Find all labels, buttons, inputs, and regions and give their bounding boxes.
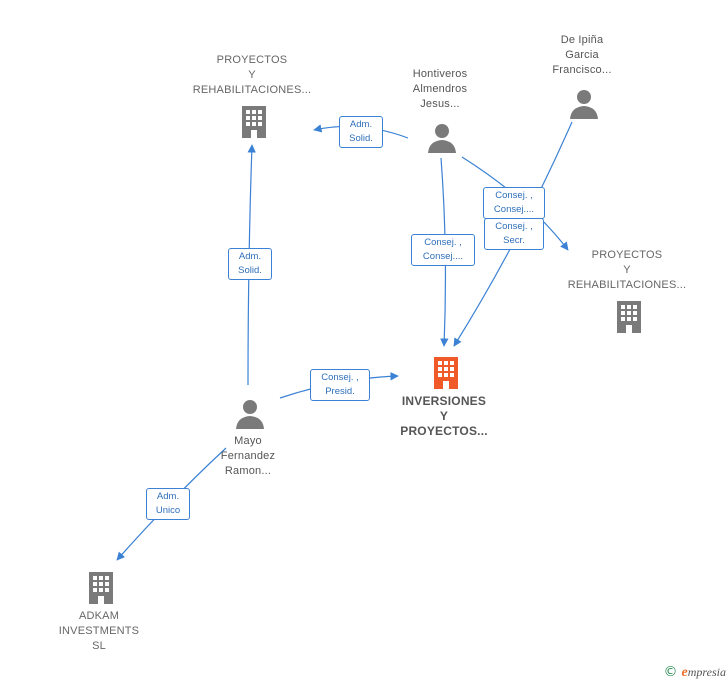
edge-label-mayo-adkam: Adm. Unico <box>146 488 190 520</box>
building-icon <box>617 301 641 333</box>
brand-initial: e <box>681 665 688 680</box>
edge-label-mayo-inversiones: Consej. , Presid. <box>310 369 370 401</box>
copyright-icon: © <box>663 664 678 680</box>
node-label-mayo[interactable]: Mayo Fernandez Ramon... <box>220 435 276 477</box>
node-label-proyectos-right[interactable]: PROYECTOS Y REHABILITACIONES... <box>567 249 687 291</box>
node-label-proyectos-top[interactable]: PROYECTOS Y REHABILITACIONES... <box>192 54 312 96</box>
node-label-adkam[interactable]: ADKAM INVESTMENTS SL <box>58 610 140 652</box>
person-icon <box>236 400 264 429</box>
node-label-de-ipina[interactable]: De Ipiña Garcia Francisco... <box>552 34 612 76</box>
building-icon <box>434 357 458 389</box>
building-icon <box>89 572 113 604</box>
node-label-inversiones[interactable]: INVERSIONES Y PROYECTOS... <box>400 394 488 438</box>
edge-label-hontiveros-proyectos-right: Consej. , Consej.... <box>483 187 545 219</box>
edge-label-mayo-proyectos-top: Adm. Solid. <box>228 248 272 280</box>
node-label-hontiveros[interactable]: Hontiveros Almendros Jesus... <box>412 68 468 110</box>
person-icon <box>570 90 598 119</box>
edge-label-deipina-inversiones: Consej. , Secr. <box>484 218 544 250</box>
person-icon <box>428 124 456 153</box>
empresia-logo: ©empresia <box>664 664 726 681</box>
edge-label-hontiveros-proyectos-top: Adm. Solid. <box>339 116 383 148</box>
building-icon <box>242 106 266 138</box>
edge-label-hontiveros-inversiones: Consej. , Consej.... <box>411 234 475 266</box>
brand-name: mpresia <box>687 665 726 679</box>
